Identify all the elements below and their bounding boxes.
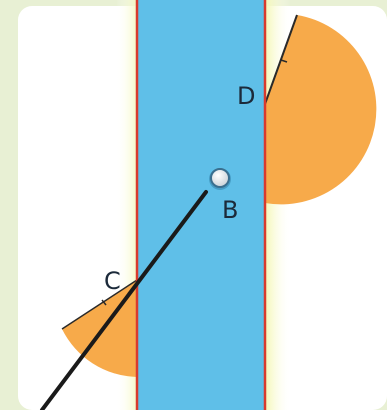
water-slab	[137, 0, 265, 410]
label-b: B	[222, 196, 238, 224]
sector-d-edge	[264, 14, 298, 105]
sector-d	[265, 15, 377, 205]
sector-c-tick	[101, 299, 107, 306]
sector-c-edge	[61, 279, 138, 330]
label-c: C	[104, 267, 121, 295]
ball-b[interactable]	[210, 168, 230, 188]
sector-d-tick	[280, 59, 288, 63]
sector-c	[62, 280, 137, 377]
label-d: D	[237, 82, 255, 110]
light-ray	[40, 190, 208, 410]
